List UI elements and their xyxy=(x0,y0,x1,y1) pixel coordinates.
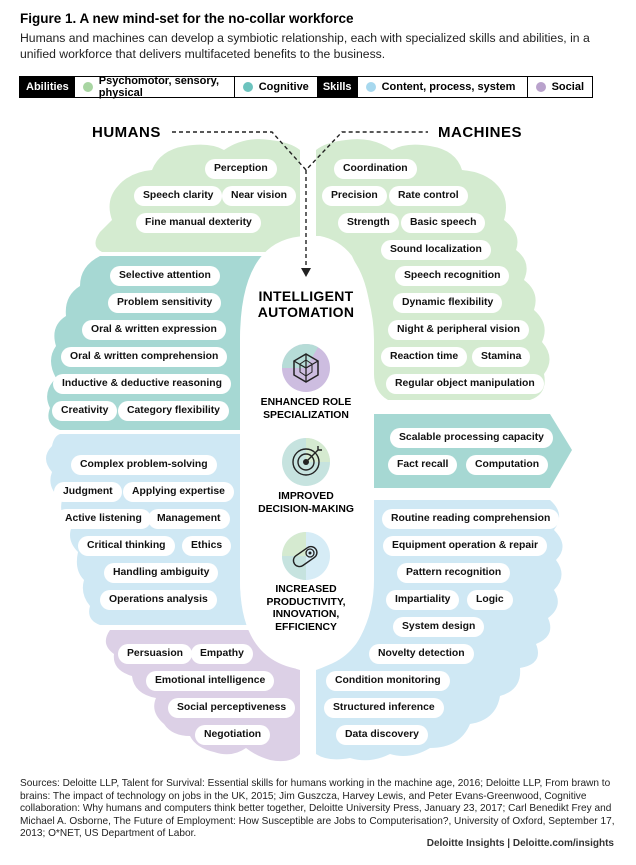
center-title: INTELLIGENT AUTOMATION xyxy=(257,288,355,320)
skill-system-design: System design xyxy=(393,617,485,637)
machines-title: MACHINES xyxy=(438,124,523,141)
skill-handling-ambiguity: Handling ambiguity xyxy=(104,563,219,583)
skill-persuasion: Persuasion xyxy=(118,644,193,664)
skill-emotional-intelligence: Emotional intelligence xyxy=(146,671,275,691)
skill-complex-problem-solving: Complex problem-solving xyxy=(71,455,217,475)
skill-strength: Strength xyxy=(338,213,399,233)
skill-equipment-operation-repair: Equipment operation & repair xyxy=(383,536,548,556)
skill-computation: Computation xyxy=(466,455,549,475)
skill-logic: Logic xyxy=(467,590,513,610)
skill-fact-recall: Fact recall xyxy=(388,455,458,475)
skill-empathy: Empathy xyxy=(191,644,253,664)
skill-speech-clarity: Speech clarity xyxy=(134,186,223,206)
arrow-head-icon xyxy=(301,268,311,277)
skill-sound-localization: Sound localization xyxy=(381,240,491,260)
benefit-improved-decision-making: IMPROVED DECISION-MAKING xyxy=(258,491,354,515)
skill-precision: Precision xyxy=(322,186,387,206)
benefit-enhanced-role-specialization: ENHANCED ROLE SPECIALIZATION xyxy=(260,397,352,421)
legend: Abilities Psychomotor, sensory, physical… xyxy=(19,75,593,99)
legend-skills-header: Skills xyxy=(316,77,358,97)
skill-pattern-recognition: Pattern recognition xyxy=(397,563,511,583)
skill-social-perceptiveness: Social perceptiveness xyxy=(168,698,296,718)
skill-fine-manual-dexterity: Fine manual dexterity xyxy=(136,213,261,233)
skill-perception: Perception xyxy=(205,159,277,179)
sources-text: Sources: Deloitte LLP, Talent for Surviv… xyxy=(20,778,615,840)
skill-basic-speech: Basic speech xyxy=(401,213,486,233)
legend-item-content: Content, process, system xyxy=(358,77,528,97)
skill-reaction-time: Reaction time xyxy=(381,347,468,367)
humans-title: HUMANS xyxy=(92,124,161,141)
gear-icon xyxy=(282,532,330,580)
skill-judgment: Judgment xyxy=(54,482,122,502)
skill-regular-object-manipulation: Regular object manipulation xyxy=(386,374,544,394)
skill-scalable-processing-capacity: Scalable processing capacity xyxy=(390,428,553,448)
legend-dot-purple xyxy=(535,82,546,92)
machines-cognitive-region xyxy=(374,414,572,488)
legend-dot-green xyxy=(82,82,93,92)
skill-rate-control: Rate control xyxy=(389,186,468,206)
skill-category-flexibility: Category flexibility xyxy=(118,401,229,421)
skill-dynamic-flexibility: Dynamic flexibility xyxy=(393,293,503,313)
figure-subtitle: Humans and machines can develop a symbio… xyxy=(20,31,590,61)
skill-creativity: Creativity xyxy=(52,401,118,421)
skill-condition-monitoring: Condition monitoring xyxy=(326,671,450,691)
legend-item-cognitive: Cognitive xyxy=(235,77,317,97)
skill-impartiality: Impartiality xyxy=(386,590,460,610)
skill-critical-thinking: Critical thinking xyxy=(78,536,175,556)
skill-management: Management xyxy=(148,509,230,529)
credit-line: Deloitte Insights | Deloitte.com/insight… xyxy=(426,838,614,849)
legend-dot-blue xyxy=(365,82,376,92)
skill-ethics: Ethics xyxy=(182,536,232,556)
legend-abilities-header: Abilities xyxy=(20,77,75,97)
skill-oral-written-expression: Oral & written expression xyxy=(82,320,226,340)
skill-negotiation: Negotiation xyxy=(195,725,271,745)
skill-novelty-detection: Novelty detection xyxy=(369,644,474,664)
cube-icon xyxy=(282,343,330,392)
skill-selective-attention: Selective attention xyxy=(110,266,220,286)
legend-item-psychomotor: Psychomotor, sensory, physical xyxy=(75,75,235,99)
skill-speech-recognition: Speech recognition xyxy=(395,266,510,286)
dashed-connector xyxy=(172,131,428,270)
skill-night-peripheral-vision: Night & peripheral vision xyxy=(388,320,529,340)
skill-near-vision: Near vision xyxy=(222,186,297,206)
skill-active-listening: Active listening xyxy=(56,509,151,529)
skill-coordination: Coordination xyxy=(334,159,417,179)
skill-problem-sensitivity: Problem sensitivity xyxy=(108,293,222,313)
skill-data-discovery: Data discovery xyxy=(336,725,428,745)
benefit-increased-productivity: INCREASED PRODUCTIVITY, INNOVATION, EFFI… xyxy=(266,584,346,633)
skill-operations-analysis: Operations analysis xyxy=(100,590,217,610)
legend-dot-teal xyxy=(242,82,253,92)
figure-title: Figure 1. A new mind-set for the no-coll… xyxy=(20,11,354,26)
skill-applying-expertise: Applying expertise xyxy=(123,482,234,502)
skill-oral-written-comprehension: Oral & written comprehension xyxy=(61,347,228,367)
target-icon xyxy=(282,438,330,486)
skill-structured-inference: Structured inference xyxy=(324,698,444,718)
skill-routine-reading-comprehension: Routine reading comprehension xyxy=(382,509,560,529)
legend-item-social: Social xyxy=(528,77,592,97)
skill-inductive-deductive-reasoning: Inductive & deductive reasoning xyxy=(53,374,231,394)
skill-stamina: Stamina xyxy=(472,347,531,367)
